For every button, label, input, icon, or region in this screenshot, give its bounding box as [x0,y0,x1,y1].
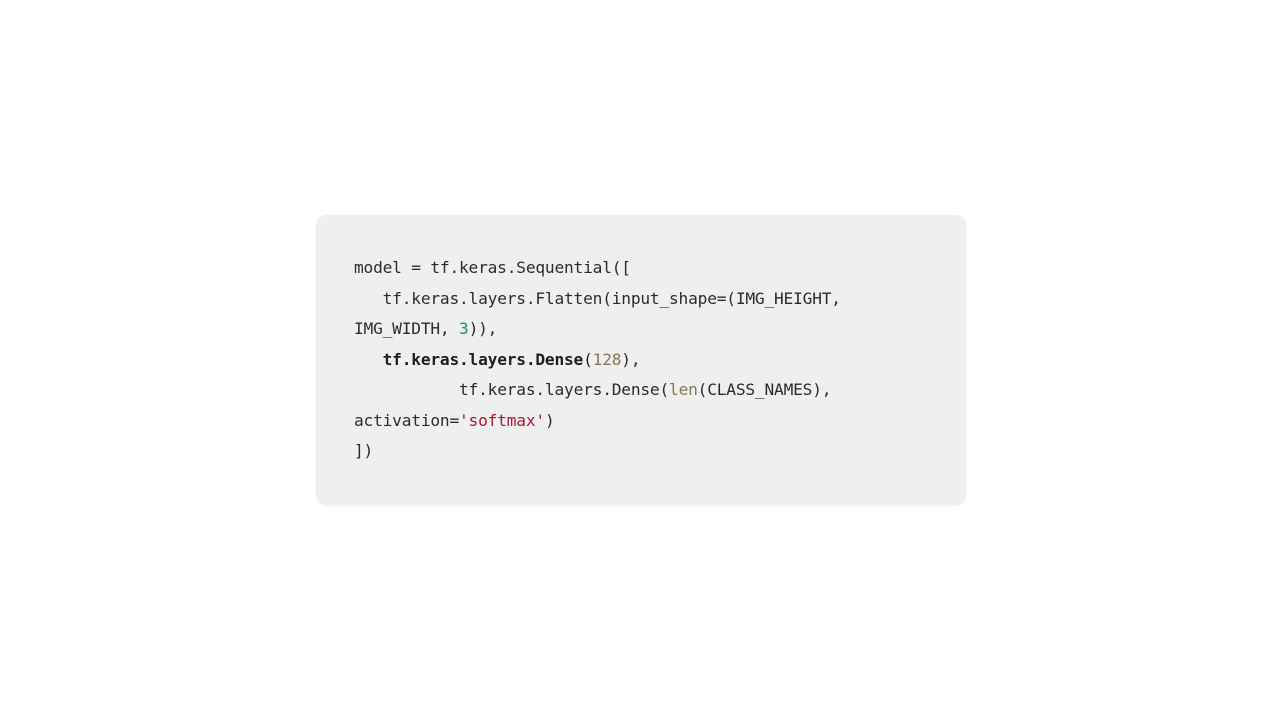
code-indent [354,350,383,369]
code-token: IMG_WIDTH, [354,319,460,338]
code-line-2: tf.keras.layers.Flatten(input_shape=(IMG… [354,284,841,315]
code-token-number: 3 [459,319,469,338]
code-token-string: 'softmax' [459,410,545,430]
code-token: tf.keras.layers.Dense( [459,380,670,399]
code-line-1: model = tf.keras.Sequential([ [354,253,841,284]
code-line-4: tf.keras.layers.Dense(128), [354,345,841,376]
code-block: model = tf.keras.Sequential([ tf.keras.l… [354,253,841,467]
code-token: ]) [354,441,374,460]
code-line-3: IMG_WIDTH, 3)), [354,314,841,345]
code-token: tf.keras.layers.Flatten(input_shape=(IMG… [382,288,841,308]
code-token: ), [621,349,641,369]
code-token-builtin: len [669,380,698,399]
code-token: model = tf.keras.Sequential([ [354,258,631,277]
code-line-5: tf.keras.layers.Dense(len(CLASS_NAMES), [354,375,841,406]
code-indent [354,289,383,308]
code-indent [354,380,459,399]
code-token: ( [583,349,593,369]
code-line-6: activation='softmax') [354,406,841,437]
code-token: ) [544,410,555,430]
code-token: activation= [354,410,460,430]
code-token-bold: tf.keras.layers.Dense [382,349,584,369]
code-block-card: model = tf.keras.Sequential([ tf.keras.l… [316,215,966,505]
code-token-number: 128 [592,349,622,369]
code-token: (CLASS_NAMES), [697,380,832,399]
code-line-7: ]) [354,436,841,467]
code-token: )), [468,319,498,338]
